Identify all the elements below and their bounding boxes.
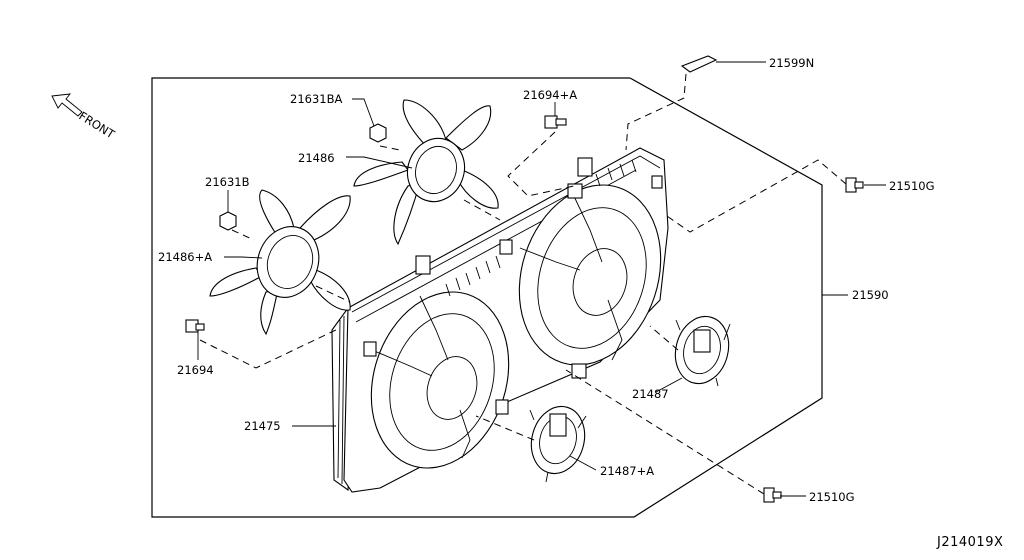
label-21631B: 21631B (205, 175, 250, 189)
label-21510G-top: 21510G (889, 179, 935, 193)
fan-motor-right (674, 315, 731, 387)
clip-part (680, 55, 718, 73)
fan-blade-lower (209, 189, 351, 336)
label-21694: 21694 (177, 363, 214, 377)
bolt-upper (544, 115, 567, 129)
nut-upper (369, 123, 387, 143)
label-21599N: 21599N (769, 56, 814, 70)
front-label: FRONT (76, 109, 118, 142)
label-21487A: 21487+A (600, 464, 654, 478)
label-21631BA: 21631BA (290, 92, 342, 106)
screw-top (845, 177, 864, 193)
label-21694A: 21694+A (523, 88, 577, 102)
label-21590: 21590 (852, 288, 889, 302)
fan-shroud (331, 147, 669, 493)
fan-motor-left (529, 405, 587, 483)
front-arrow-icon (51, 93, 83, 117)
assembly-boundary (151, 77, 823, 518)
label-21510G-bottom: 21510G (809, 490, 855, 504)
leader-lines (197, 61, 886, 497)
fan-blade-upper (353, 99, 499, 246)
label-21486A: 21486+A (158, 250, 212, 264)
label-21487: 21487 (632, 387, 669, 401)
assembly-dashed-lines (199, 73, 847, 495)
drawing-code: J214019X (936, 535, 1003, 550)
nut-lower (219, 211, 237, 231)
label-21475: 21475 (244, 419, 281, 433)
bolt-lower (185, 319, 205, 333)
label-21486: 21486 (298, 151, 335, 165)
screw-bottom (763, 487, 782, 503)
